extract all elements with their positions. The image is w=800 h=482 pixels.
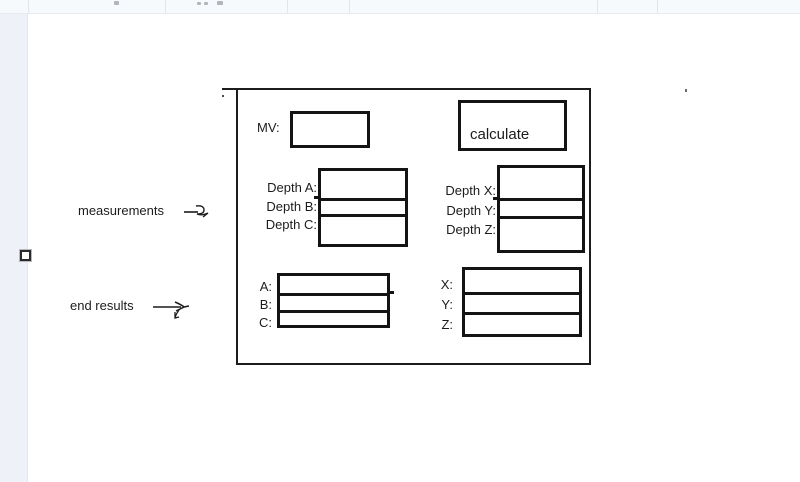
depth-b-input[interactable] [321,198,405,214]
sketch-line-overshoot [222,88,238,90]
result-a-field[interactable] [280,276,387,293]
result-z-label: Z: [441,317,453,332]
end-results-arrow [152,298,194,324]
depth-a-input[interactable] [321,171,405,198]
result-x-label: X: [440,277,453,292]
result-x-field[interactable] [465,270,579,292]
depth-x-label: Depth X: [445,183,496,198]
measurements-annotation: measurements [78,203,164,218]
tab-title-fragment [217,1,223,5]
stray-dot [222,95,224,97]
depth-z-label: Depth Z: [446,222,496,237]
tab-divider [657,0,658,13]
depth-xyz-input-stack [497,165,585,253]
depth-x-input[interactable] [500,168,582,198]
measurements-arrow [183,202,217,222]
tab-divider [165,0,166,13]
depth-a-label: Depth A: [267,180,317,195]
calculate-button[interactable]: calculate [458,100,567,151]
depth-abc-input-stack [318,168,408,247]
result-y-field[interactable] [465,292,579,312]
result-c-field[interactable] [280,310,387,325]
selection-handle[interactable] [19,249,32,262]
tab-divider [597,0,598,13]
depth-c-label: Depth C: [265,217,317,232]
tab-title-fragment [197,2,201,5]
stray-dot [685,89,687,92]
result-b-label: B: [259,297,272,312]
tab-divider [287,0,288,13]
tab-title-fragment [204,2,208,5]
tab-title-fragment [114,1,119,5]
tab-divider [28,0,29,13]
sketch-nub [390,291,394,294]
mv-input[interactable] [290,111,370,148]
tab-divider [349,0,350,13]
depth-b-label: Depth B: [266,199,317,214]
end-results-annotation: end results [70,298,134,313]
depth-y-input[interactable] [500,198,582,216]
mv-label: MV: [257,120,280,135]
results-abc-stack [277,273,390,328]
result-b-field[interactable] [280,293,387,310]
depth-c-input[interactable] [321,214,405,244]
sketch-nub [314,196,318,199]
result-y-label: Y: [441,297,453,312]
results-xyz-stack [462,267,582,337]
result-c-label: C: [259,315,272,330]
depth-y-label: Depth Y: [446,203,496,218]
result-a-label: A: [259,279,272,294]
sketch-nub [493,197,497,200]
depth-z-input[interactable] [500,216,582,250]
browser-tabbar-sliver [0,0,800,14]
left-sidebar-rail [0,14,28,482]
result-z-field[interactable] [465,312,579,334]
